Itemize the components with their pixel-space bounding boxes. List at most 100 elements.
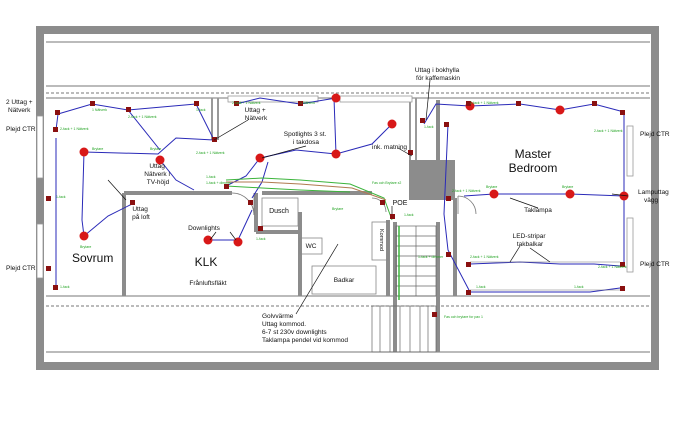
green-wires <box>225 177 393 221</box>
lamp <box>619 191 629 201</box>
outlet <box>234 101 239 106</box>
lamp <box>555 105 565 115</box>
lamp <box>565 189 575 199</box>
room-klk: KLK <box>195 255 218 269</box>
room-dusch: Dusch <box>269 208 289 215</box>
label-uttag-natverk-top: Uttag + Nätverk <box>245 107 268 122</box>
outlet <box>248 200 253 205</box>
lamp <box>79 147 89 157</box>
svg-text:Fas och Brytare x2: Fas och Brytare x2 <box>372 181 401 185</box>
lamp <box>155 155 165 165</box>
svg-text:Brytare: Brytare <box>486 185 497 189</box>
svg-text:1-fack + dimmer: 1-fack + dimmer <box>418 255 444 259</box>
outlet <box>592 101 597 106</box>
svg-text:1-fack: 1-fack <box>574 285 584 289</box>
outlet <box>420 118 425 123</box>
label-spotlights: Spotlights 3 st. i takdosa <box>284 131 328 146</box>
badkar-box <box>311 265 377 295</box>
outlet <box>620 286 625 291</box>
outer-walls <box>36 26 659 370</box>
label-uttag-loft: Uttag på loft <box>132 206 150 221</box>
staircase <box>371 225 437 353</box>
svg-text:Brytare: Brytare <box>562 185 573 189</box>
svg-text:2-fack + 1 Nätverk: 2-fack + 1 Nätverk <box>452 189 481 193</box>
wall-outlets <box>46 101 625 317</box>
svg-text:1-fack: 1-fack <box>60 285 70 289</box>
outlet <box>126 107 131 112</box>
svg-text:1-fack: 1-fack <box>476 285 486 289</box>
label-plejd-ctr-br: Plejd CTR <box>640 261 670 268</box>
label-taklampa: Taklampa <box>524 207 552 214</box>
outlet <box>432 312 437 317</box>
svg-text:1-fack: 1-fack <box>424 125 434 129</box>
outlet <box>194 101 199 106</box>
outlet <box>53 127 58 132</box>
svg-text:1-fack: 1-fack <box>56 195 66 199</box>
outlet <box>258 226 263 231</box>
svg-text:2-fack + 1 Nätverk: 2-fack + 1 Nätverk <box>60 127 89 131</box>
svg-text:Brytare: Brytare <box>332 207 343 211</box>
lamp <box>203 235 213 245</box>
lamp <box>489 189 499 199</box>
svg-text:2-fack + 1 Nätverk: 2-fack + 1 Nätverk <box>196 151 225 155</box>
brown-wires <box>226 181 387 201</box>
chimney-block <box>409 160 455 200</box>
label-uttag-natverk-tv: Uttag Nätverk i TV-höjd <box>144 163 171 186</box>
room-badkar: Badkar <box>334 277 355 284</box>
outlet <box>466 290 471 295</box>
pointer-arrows <box>107 79 629 263</box>
svg-text:1-fack: 1-fack <box>404 213 414 217</box>
lamp <box>79 231 89 241</box>
label-plejd-ctr-tl: Plejd CTR <box>6 126 36 133</box>
doors <box>231 192 477 216</box>
outlet <box>224 184 229 189</box>
svg-text:2-fack + 1 Nätverk: 2-fack + 1 Nätverk <box>128 115 157 119</box>
svg-text:2-fack + 1 Nätverk: 2-fack + 1 Nätverk <box>470 255 499 259</box>
svg-text:2-fack + 1 Nätverk: 2-fack + 1 Nätverk <box>232 101 261 105</box>
label-ink-matning: ink. matning <box>372 144 407 151</box>
lamp <box>387 119 397 129</box>
outlet <box>466 262 471 267</box>
label-uttag-bokhylla: Uttag i bokhylla för kaffemaskin <box>415 67 461 82</box>
wc-box <box>299 237 323 255</box>
label-franluftsflakt: Frånluftsfläkt <box>189 279 226 287</box>
svg-text:2-fack + 1 Nätverk: 2-fack + 1 Nätverk <box>470 101 499 105</box>
label-plejd-ctr-bl: Plejd CTR <box>6 265 36 272</box>
label-lamputtag: Lamputtag vägg <box>638 189 671 204</box>
outlet <box>380 200 385 205</box>
thin-walls <box>211 98 417 160</box>
outlet <box>446 252 451 257</box>
room-wc: WC <box>306 243 317 250</box>
room-kommod: Kommod <box>378 229 384 251</box>
svg-text:Brytare: Brytare <box>92 147 103 151</box>
outlet <box>516 101 521 106</box>
svg-text:Brytare: Brytare <box>80 245 91 249</box>
outlet <box>53 285 58 290</box>
golvvarme-pointer <box>295 243 339 315</box>
svg-text:1 Nätverk: 1 Nätverk <box>92 108 107 112</box>
outlet <box>620 262 625 267</box>
outlet <box>444 122 449 127</box>
outlet <box>466 101 471 106</box>
small-annotations: 1 Nätverk 2-fack + 1 Nätverk 1-fack 2-fa… <box>56 101 627 319</box>
label-led-stripar: LED-stripar takbalkar <box>513 233 548 248</box>
svg-text:2-fack + 1 Nätverk: 2-fack + 1 Nätverk <box>594 129 623 133</box>
outlet <box>46 266 51 271</box>
outlet <box>90 101 95 106</box>
label-plejd-ctr-tr: Plejd CTR <box>640 131 670 138</box>
outlet <box>298 101 303 106</box>
roof-slope-lines <box>46 41 650 353</box>
svg-text:1-fack: 1-fack <box>256 237 266 241</box>
lamp <box>255 153 265 163</box>
outlet <box>446 196 451 201</box>
outlet <box>55 110 60 115</box>
svg-text:1-fack: 1-fack <box>206 175 216 179</box>
lamp <box>331 149 341 159</box>
svg-text:2-fack + 1 Nätverk: 2-fack + 1 Nätverk <box>598 265 627 269</box>
outlet <box>390 214 395 219</box>
svg-text:Fas och brytare for pax 1: Fas och brytare for pax 1 <box>444 315 483 319</box>
svg-text:Brytare: Brytare <box>150 147 161 151</box>
label-golvvarme: Golvvärme Uttag kommod. 6-7 st 230v down… <box>262 313 348 344</box>
windows <box>36 95 634 279</box>
